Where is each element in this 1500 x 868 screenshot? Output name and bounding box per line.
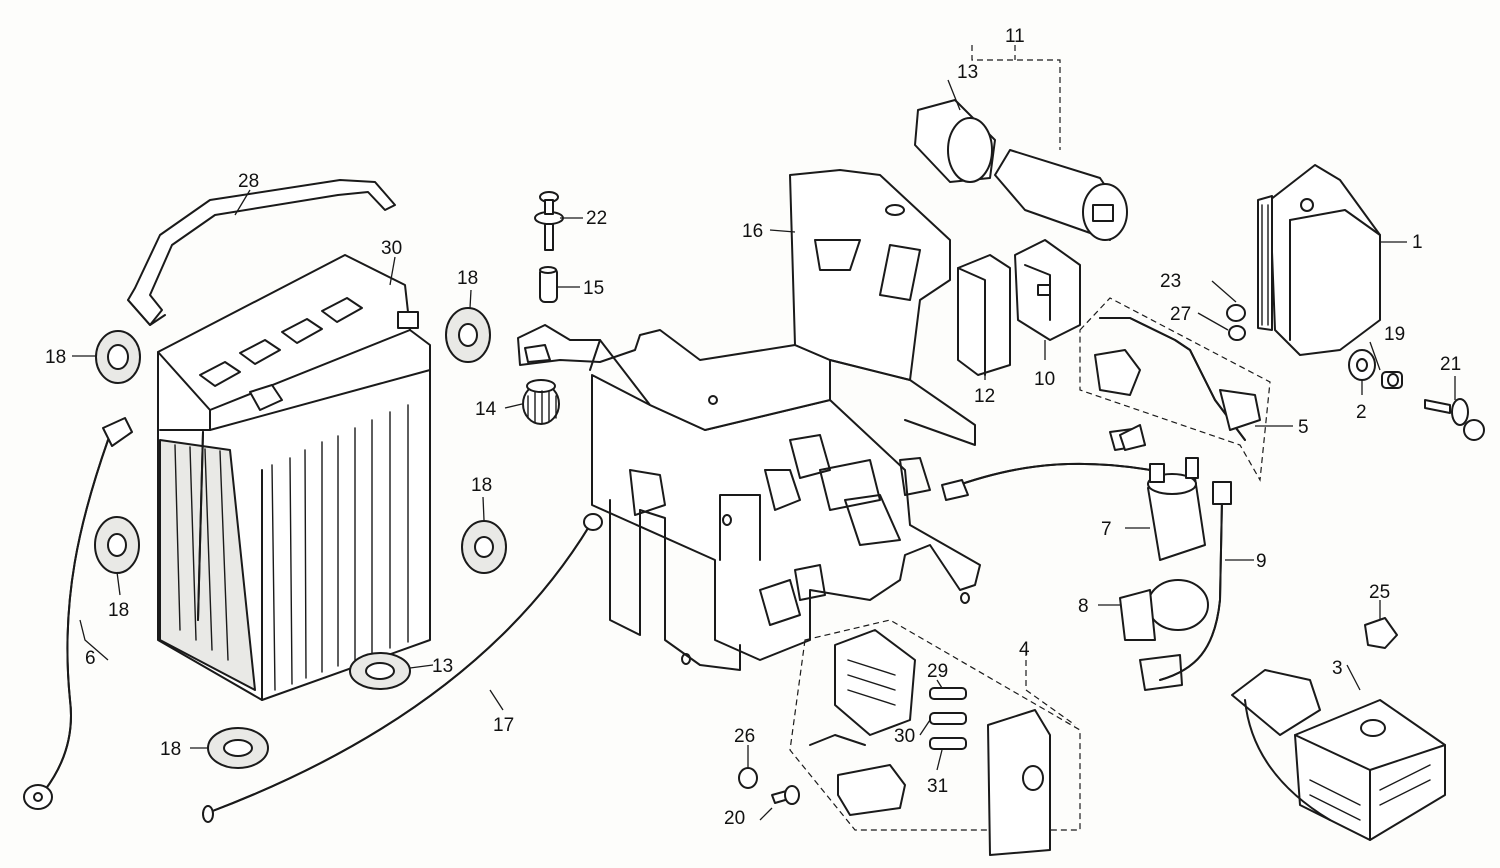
- battery-case: [517, 169, 981, 671]
- callout-30-battery: 30: [381, 238, 402, 259]
- washer-23: [1226, 304, 1246, 322]
- grommet-18-cable: [94, 516, 140, 574]
- callout-18-cable: 18: [108, 600, 129, 621]
- callout-9: 9: [1256, 551, 1267, 572]
- bolt-20: [771, 785, 800, 805]
- fuse-30: [929, 712, 967, 725]
- callout-31: 31: [927, 776, 948, 797]
- grommet-18-upper: [445, 307, 491, 363]
- callout-13-relay-cover: 13: [957, 62, 978, 83]
- fuel-pump-bracket-8: [1119, 579, 1209, 691]
- callout-30-fuse: 30: [894, 726, 915, 747]
- callout-4: 4: [1019, 639, 1030, 660]
- nut-25: [1364, 617, 1398, 649]
- battery-strap: [127, 179, 396, 326]
- relay-cover-13: [914, 99, 996, 183]
- callout-8: 8: [1078, 596, 1089, 617]
- cushion-14: [522, 379, 560, 425]
- callout-5: 5: [1298, 417, 1309, 438]
- fuse-31: [929, 737, 967, 750]
- callout-21: 21: [1440, 354, 1461, 375]
- fuel-pump-7: [1147, 457, 1206, 561]
- relay-holder-10: [1014, 239, 1081, 341]
- callout-17: 17: [493, 715, 514, 736]
- callout-25: 25: [1369, 582, 1390, 603]
- bolt-19: [1381, 371, 1403, 389]
- grommet-18-left: [95, 330, 141, 384]
- starter-relay-11: [994, 149, 1128, 241]
- callout-28: 28: [238, 171, 259, 192]
- leader-lines: [72, 45, 1456, 821]
- callout-7: 7: [1101, 519, 1112, 540]
- callout-labels: 1 2 3 4 5 6 7 8 9 10 11 12 13 13 14 15 1…: [45, 26, 1461, 829]
- collar-15: [539, 266, 558, 303]
- ignition-control-module-3: [1231, 669, 1446, 841]
- callout-16: 16: [742, 221, 763, 242]
- callout-18-middle: 18: [471, 475, 492, 496]
- fuse-29: [929, 687, 967, 700]
- grommet-small: [1119, 424, 1146, 451]
- collar-27: [1228, 325, 1246, 341]
- callout-15: 15: [583, 278, 604, 299]
- callout-1: 1: [1412, 232, 1423, 253]
- grommet-18-lower: [207, 727, 269, 769]
- fuel-pump-wire: [941, 462, 1151, 501]
- callout-13-grommet: 13: [432, 656, 453, 677]
- callout-26: 26: [734, 726, 755, 747]
- wire-harness-panel-5: [1079, 297, 1271, 482]
- battery-negative-cable: [23, 417, 133, 810]
- callout-23: 23: [1160, 271, 1181, 292]
- callout-12: 12: [974, 386, 995, 407]
- callout-19: 19: [1384, 324, 1405, 345]
- grommet-13-lower: [349, 652, 411, 690]
- callout-11: 11: [1005, 26, 1025, 47]
- bolt-21: [1424, 398, 1485, 441]
- battery: [157, 254, 431, 701]
- washer-26: [738, 767, 758, 789]
- callout-18-upper: 18: [457, 268, 478, 289]
- fuel-cut-relay-wire-9: [1159, 481, 1232, 681]
- callout-27: 27: [1170, 304, 1191, 325]
- regulator-rectifier-1: [1257, 164, 1381, 356]
- callout-2: 2: [1356, 402, 1367, 423]
- nut-2: [1348, 349, 1376, 381]
- callout-3: 3: [1332, 658, 1343, 679]
- fuse-box-4: [789, 619, 1081, 856]
- callout-29: 29: [927, 661, 948, 682]
- callout-18-lower: 18: [160, 739, 181, 760]
- callout-6: 6: [85, 648, 96, 669]
- callout-18-left: 18: [45, 347, 66, 368]
- bolt-22: [534, 191, 564, 251]
- fuse-cover-12: [957, 254, 1011, 376]
- callout-20: 20: [724, 808, 745, 829]
- callout-14: 14: [475, 399, 497, 420]
- callout-22: 22: [586, 208, 607, 229]
- callout-10: 10: [1034, 369, 1055, 390]
- battery-breather-tube: [202, 513, 603, 823]
- grommet-18-middle: [461, 520, 507, 574]
